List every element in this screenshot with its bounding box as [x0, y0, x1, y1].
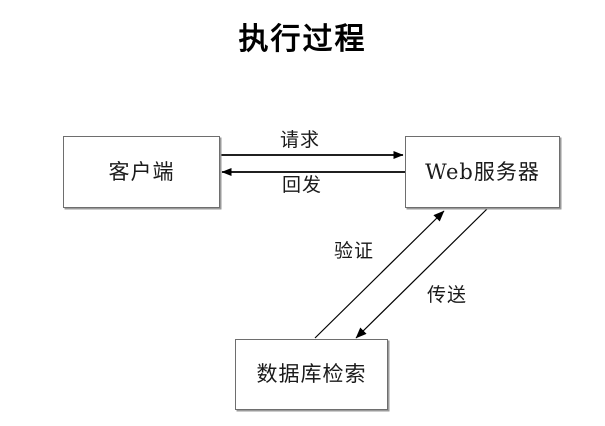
- edge-verify-line: [314, 210, 445, 339]
- edge-label-transmit: 传送: [427, 284, 468, 306]
- node-client[interactable]: 客户端: [63, 136, 220, 208]
- node-web-server-label: Web服务器: [425, 159, 540, 184]
- edge-transmit-line: [355, 208, 488, 339]
- node-database[interactable]: 数据库检索: [235, 339, 388, 410]
- page-title: 执行过程: [238, 22, 367, 57]
- node-web-server[interactable]: Web服务器: [405, 136, 560, 208]
- edge-label-request: 请求: [280, 129, 321, 151]
- edge-label-verify: 验证: [334, 240, 375, 262]
- node-client-label: 客户端: [108, 159, 175, 184]
- edge-label-postback: 回发: [282, 174, 323, 196]
- node-database-label: 数据库检索: [256, 362, 367, 386]
